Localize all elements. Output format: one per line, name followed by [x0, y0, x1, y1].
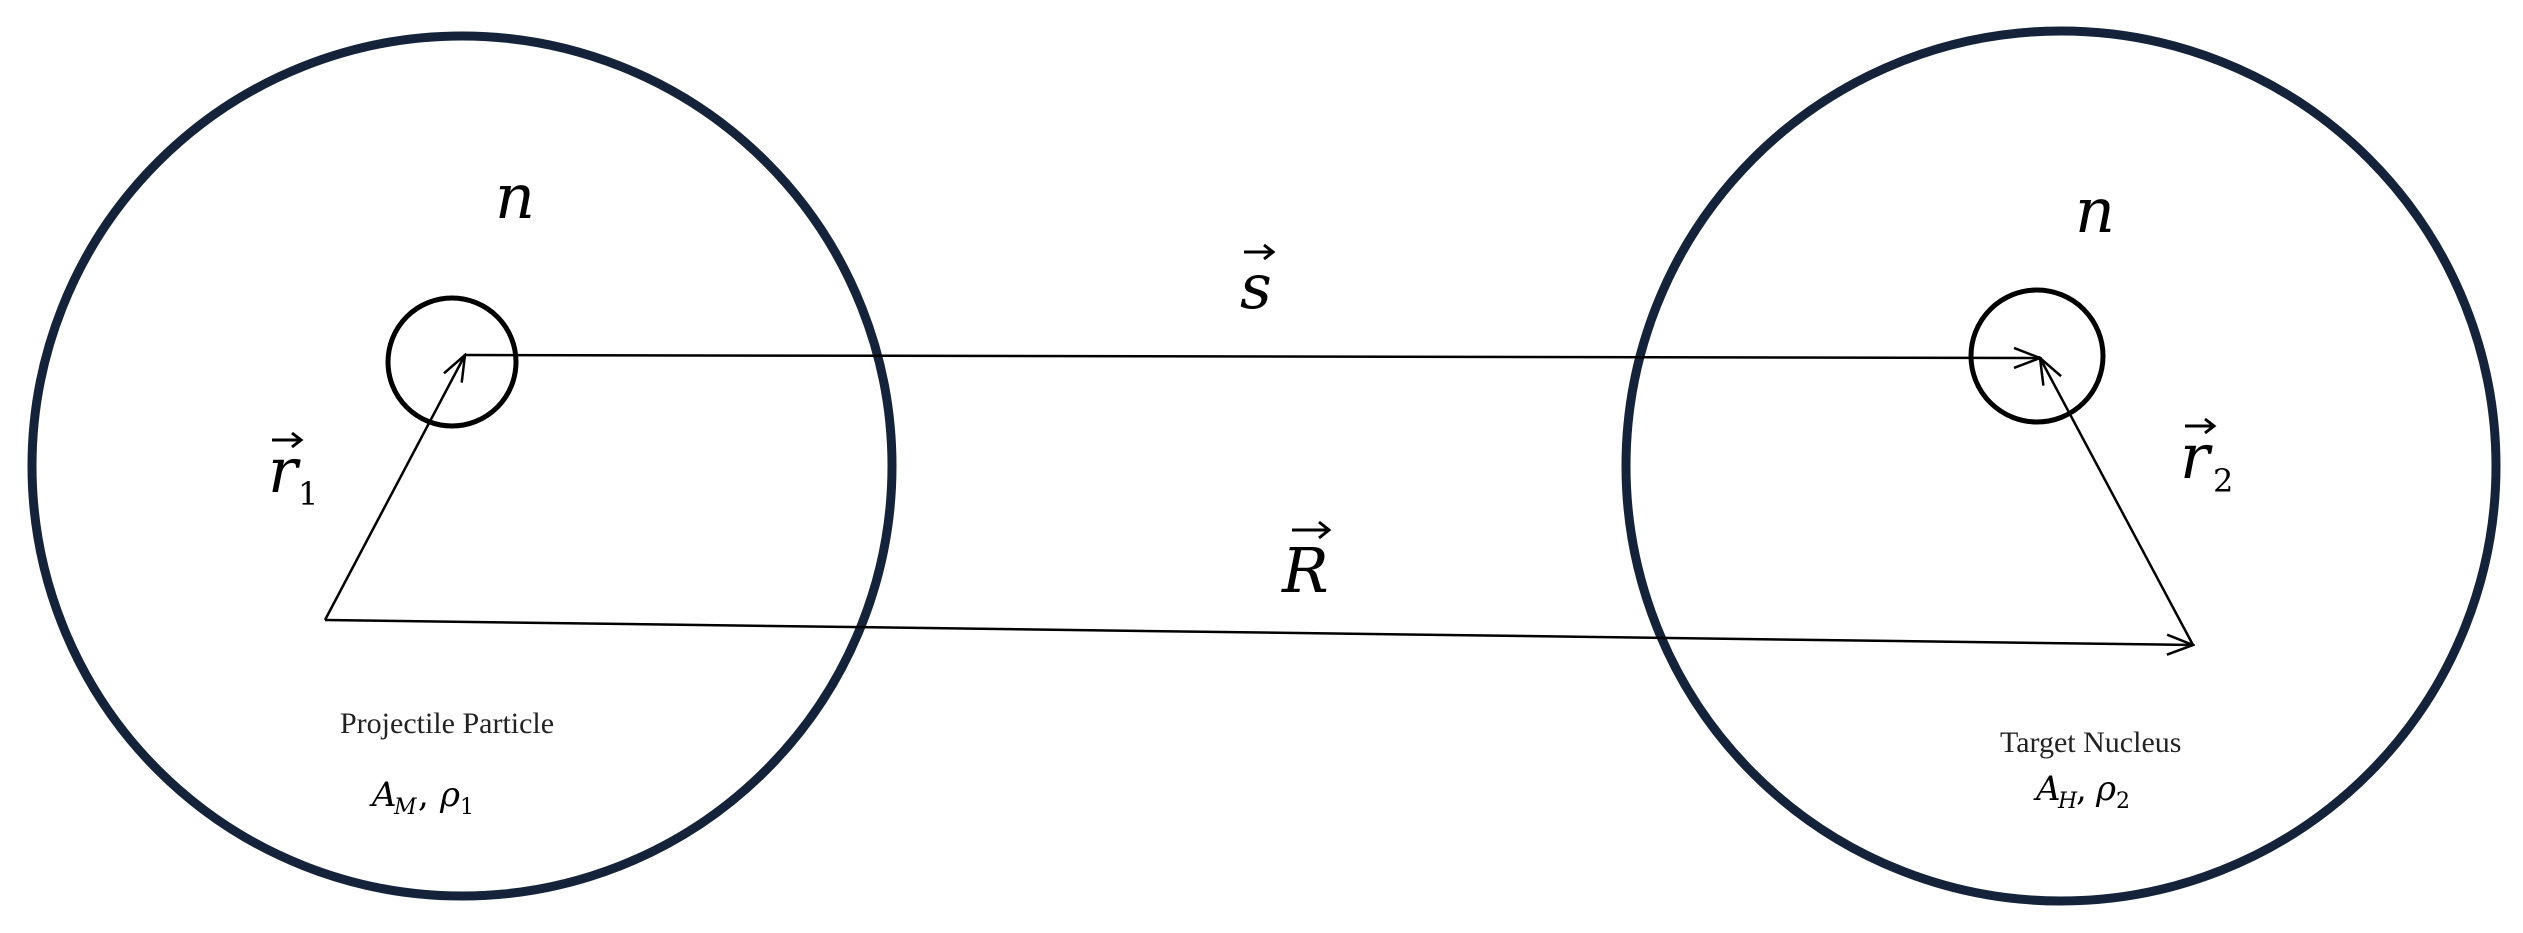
svg-text:,: ,: [2076, 769, 2087, 809]
projectile-nucleon-label: n: [495, 160, 535, 233]
svg-text:ρ: ρ: [2095, 769, 2116, 809]
projectile-caption: Projectile Particle: [340, 707, 554, 740]
svg-text:2: 2: [2213, 462, 2233, 500]
vector-r1-arrow: [323, 355, 465, 621]
vector-r1-accent: [272, 431, 304, 449]
vector-R-accent: [1292, 520, 1332, 540]
vector-s-label: s ⃗: [1240, 250, 1272, 323]
vector-s-accent: [1244, 243, 1276, 261]
svg-text:,: ,: [418, 775, 429, 815]
target-nucleon-circle: [1968, 287, 2106, 425]
target-nucleon-label: n: [2075, 174, 2115, 247]
target-caption: Target Nucleus: [2000, 726, 2181, 759]
projectile-properties: A M , ρ 1: [369, 775, 474, 820]
vector-R-arrow: [324, 618, 2193, 645]
vector-r2-accent: [2185, 417, 2217, 435]
svg-text:R: R: [1281, 534, 1329, 607]
svg-text:2: 2: [2116, 789, 2130, 814]
svg-text:1: 1: [460, 795, 474, 820]
svg-text:s: s: [1240, 250, 1272, 323]
vector-r1-label: r 1: [268, 434, 318, 513]
projectile-nucleon-circle: [385, 295, 519, 429]
svg-text:1: 1: [298, 475, 318, 513]
projectile-nucleus-circle: [27, 31, 897, 901]
svg-text:A: A: [369, 775, 397, 815]
svg-text:M: M: [393, 795, 417, 820]
vector-R-label: R: [1281, 534, 1329, 607]
svg-text:ρ: ρ: [439, 775, 460, 815]
vector-r2-arrow: [2040, 358, 2195, 646]
vector-s-arrow: [464, 355, 2040, 358]
svg-text:H: H: [2057, 789, 2078, 814]
svg-text:A: A: [2033, 769, 2061, 809]
target-properties: A H , ρ 2: [2033, 769, 2130, 814]
target-nucleus-circle: [1621, 26, 2501, 906]
